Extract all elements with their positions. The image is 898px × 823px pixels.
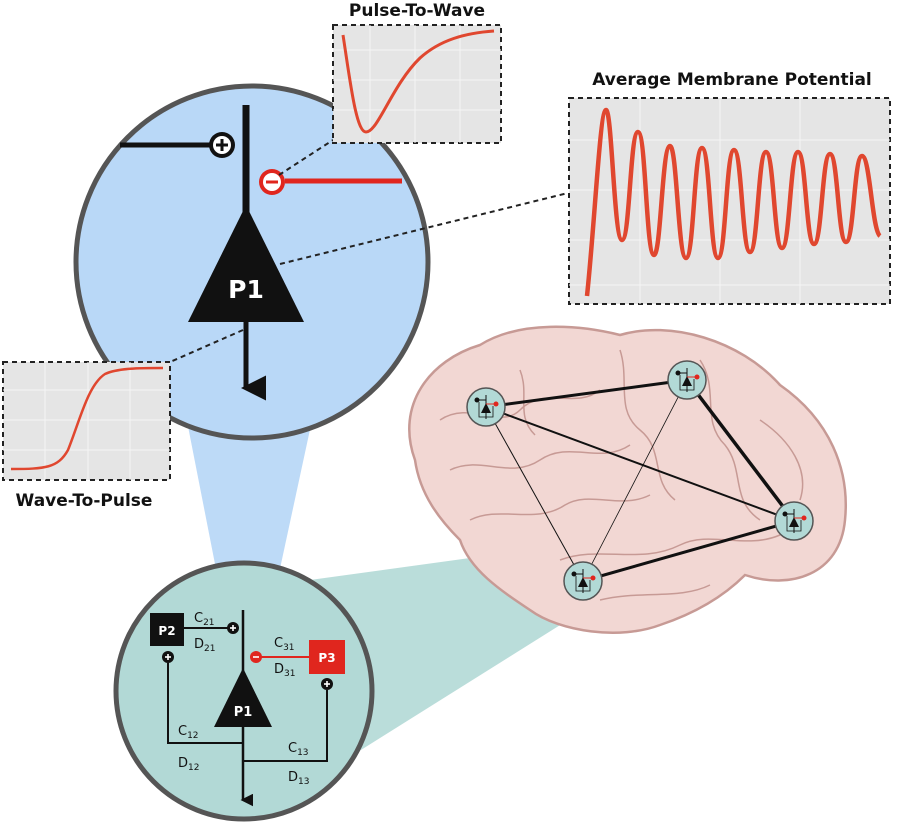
edge-c-d: [582, 519, 795, 583]
leader-pulse-to-wave: [278, 139, 334, 176]
edge-a-c: [485, 406, 795, 522]
brain-fold-2: [449, 444, 631, 471]
network-node-c: [774, 501, 814, 541]
wave-to-pulse-curve: [10, 366, 164, 471]
motif-p2-label: P2: [158, 624, 175, 638]
edge-a-b: [485, 378, 688, 409]
brain-fold-4: [619, 349, 676, 501]
label-d12: D12: [178, 756, 199, 773]
excitatory-synapse-icon: [209, 132, 235, 158]
brain-fold-5: [699, 359, 761, 521]
motif-p2-feedback-icon: [162, 651, 174, 663]
pulse-to-wave-panel: [332, 24, 502, 144]
zoom-circle-motif: P1 P2 P3 C21: [113, 560, 375, 822]
zoom-circle-neuron: P1: [73, 83, 431, 441]
edge-a-d: [485, 406, 584, 582]
motif-p3-label: P3: [318, 651, 335, 665]
main-soma: [188, 205, 304, 322]
brain-fold-3: [469, 494, 651, 521]
motif-p3-inhibitory-icon: [250, 651, 262, 663]
network-node-a: [466, 387, 506, 427]
wave-to-pulse-title: Wave-To-Pulse: [16, 491, 153, 511]
label-d31: D31: [274, 662, 295, 679]
edge-b-c: [685, 378, 796, 523]
network-node-d: [563, 561, 603, 601]
motif-p3-feedback-icon: [321, 678, 333, 690]
brain-fold-8: [759, 419, 804, 501]
label-c13: C13: [288, 741, 309, 758]
label-c21: C21: [194, 611, 215, 628]
brain-fold-7: [519, 369, 536, 436]
motif-loop-p2: [167, 663, 243, 744]
network-edges: [485, 378, 796, 583]
motif-p1-label: P1: [234, 705, 253, 720]
membrane-title: Average Membrane Potential: [592, 70, 872, 90]
motif-p3-box: [309, 640, 345, 674]
pulse-to-wave-curve: [341, 29, 495, 134]
main-neuron-label: P1: [228, 275, 264, 304]
wave-to-pulse-panel: [2, 361, 171, 481]
leader-wave-to-pulse: [169, 329, 244, 363]
membrane-curve: [584, 107, 882, 297]
motif-loop-p3: [243, 690, 328, 762]
network-node-b: [667, 360, 707, 400]
edge-b-d: [582, 379, 688, 582]
label-d21: D21: [194, 637, 215, 654]
membrane-panel: [568, 97, 891, 305]
brain-fold-1: [439, 389, 601, 421]
label-c12: C12: [178, 724, 199, 741]
leader-membrane: [279, 192, 569, 265]
label-c31: C31: [274, 636, 295, 653]
brain-fold-6: [559, 534, 781, 561]
label-d13: D13: [288, 770, 309, 787]
pulse-to-wave-title: Pulse-To-Wave: [349, 1, 485, 21]
motif-p2-excitatory-icon: [227, 622, 239, 634]
motif-soma-p1: [214, 668, 272, 727]
inhibitory-synapse-icon: [259, 169, 285, 195]
brain-fold-9: [599, 584, 711, 601]
motif-p2-box: [150, 613, 184, 646]
